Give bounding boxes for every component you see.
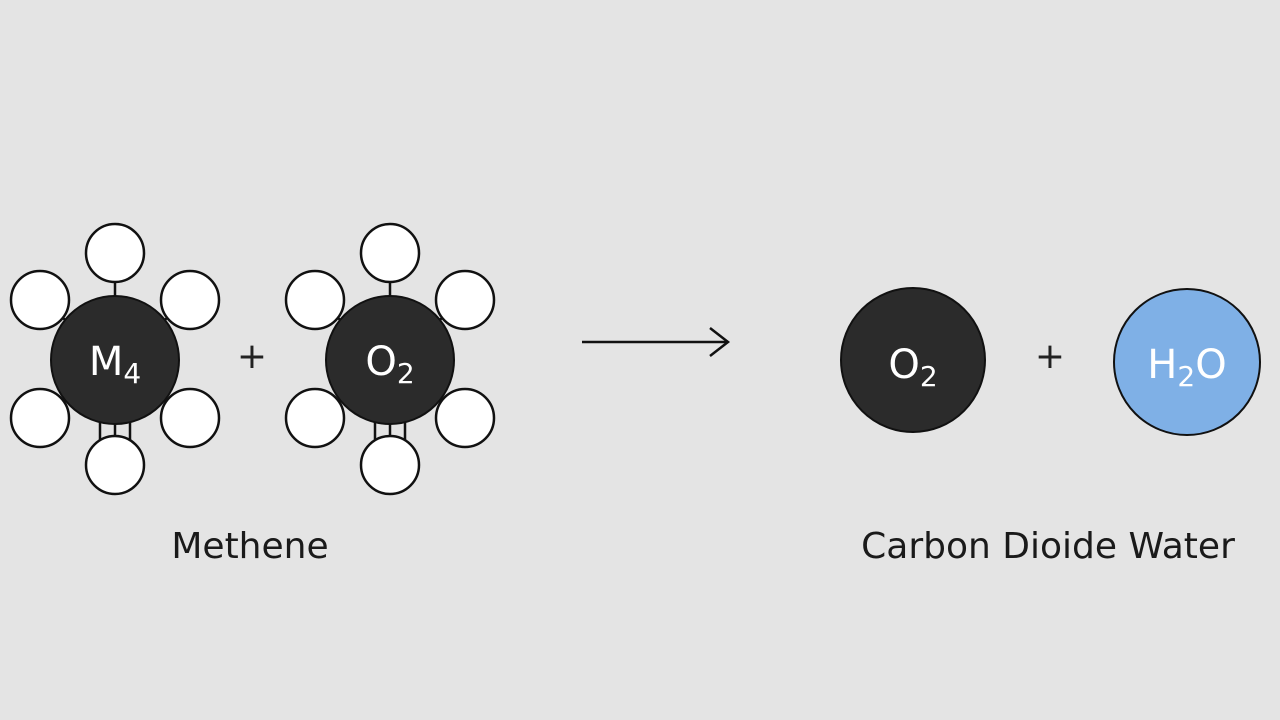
hydrogen-atom — [9, 387, 71, 449]
hydrogen-atom — [84, 434, 146, 496]
reactant-1-formula: M4 — [89, 339, 141, 390]
plus-sign: + — [237, 336, 267, 377]
hydrogen-atom — [9, 269, 71, 331]
hydrogen-atom — [84, 222, 146, 284]
peripheral-atom — [284, 269, 346, 331]
carbon-dioxide-molecule: O2 — [840, 287, 986, 433]
plus-sign: + — [1035, 336, 1065, 377]
hydrogen-atom — [159, 387, 221, 449]
central-atom — [325, 295, 455, 425]
reactant-caption: Methene — [171, 526, 328, 567]
peripheral-atom — [284, 387, 346, 449]
peripheral-atom — [434, 269, 496, 331]
hydrogen-atom — [159, 269, 221, 331]
water-molecule: H2O — [1113, 288, 1261, 436]
product-2-formula: H2O — [1147, 342, 1226, 393]
oxygen-molecule: O2 — [284, 222, 496, 496]
methane-molecule: M4 — [9, 222, 221, 496]
peripheral-atom — [434, 387, 496, 449]
peripheral-atom — [359, 434, 421, 496]
reaction-arrow — [582, 327, 731, 357]
product-caption: Carbon Dioide Water — [861, 526, 1235, 567]
central-atom — [50, 295, 180, 425]
product-1-formula: O2 — [888, 342, 937, 393]
reactant-2-formula: O2 — [365, 339, 414, 390]
peripheral-atom — [359, 222, 421, 284]
